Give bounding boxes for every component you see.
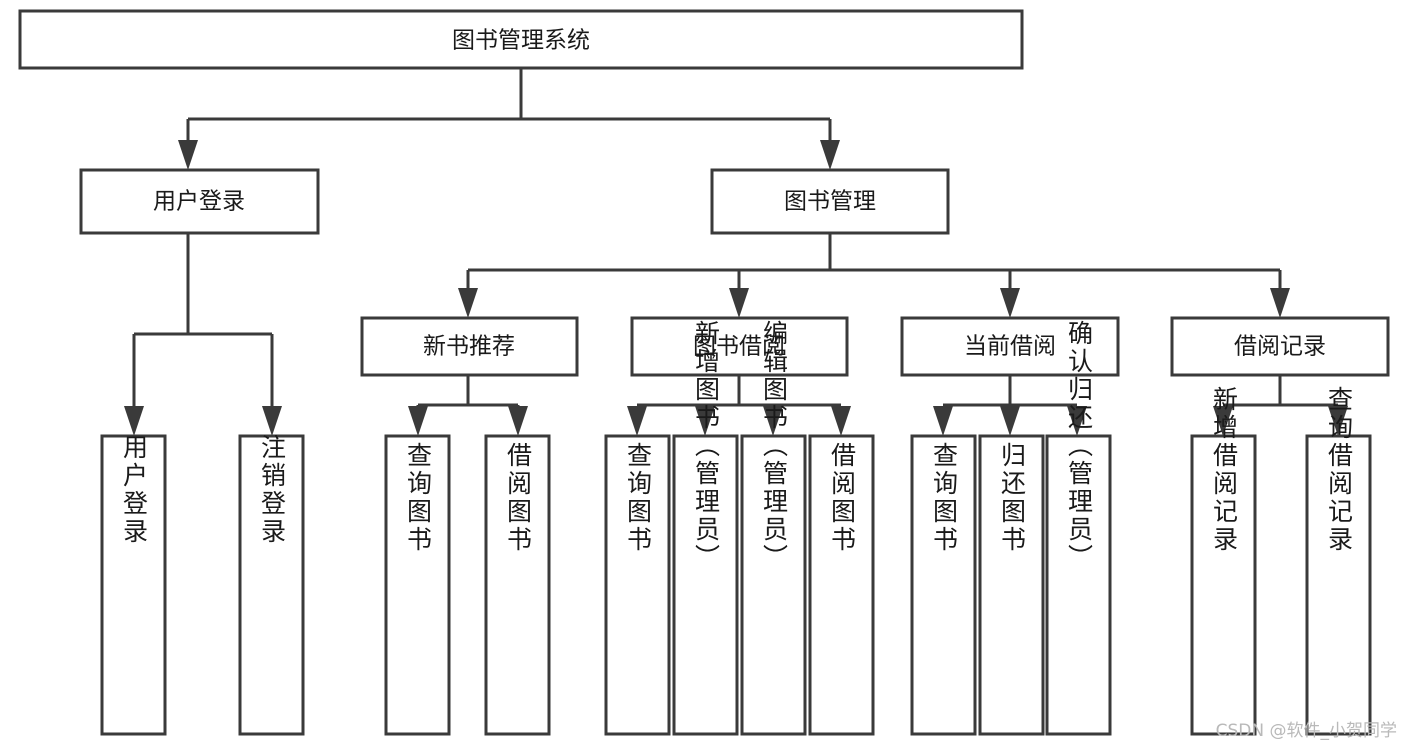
leaf-user-login[interactable]: 用户登录 xyxy=(100,434,167,736)
node-root-label: 图书管理系统 xyxy=(452,28,590,54)
leaf-add-book[interactable]: 新增图书（管理员） xyxy=(672,320,739,736)
arrow-head-icon xyxy=(820,140,840,170)
node-current-borrow[interactable]: 当前借阅 xyxy=(900,316,1120,377)
arrow-head-icon xyxy=(695,406,715,436)
node-borrow-record[interactable]: 借阅记录 xyxy=(1170,316,1390,377)
leaf-query-book-1-label: 查询图书 xyxy=(404,442,433,554)
leaf-query-book-3-label: 查询图书 xyxy=(930,442,959,554)
node-new-book-recommend-label: 新书推荐 xyxy=(423,334,515,360)
arrow-head-icon xyxy=(831,406,851,436)
leaf-edit-book-label: 编辑图书（管理员） xyxy=(760,320,789,572)
arrow-head-icon xyxy=(1000,288,1020,318)
connector-group-current-borrow xyxy=(933,375,1087,436)
node-new-book-recommend-box[interactable] xyxy=(360,316,579,377)
leaf-query-book-1-box[interactable] xyxy=(384,434,451,736)
connector-group-root xyxy=(178,68,840,170)
node-borrow-record-label: 借阅记录 xyxy=(1234,334,1326,360)
arrow-head-icon xyxy=(1328,406,1348,436)
leaf-logout-login-box[interactable] xyxy=(238,434,305,736)
arrow-head-icon xyxy=(408,406,428,436)
arrow-head-icon xyxy=(262,406,282,436)
leaf-query-record-label: 查询借阅记录 xyxy=(1325,386,1354,554)
connector-group-borrow-record xyxy=(1213,375,1348,436)
leaf-add-book-label: 新增图书（管理员） xyxy=(692,320,721,572)
leaf-add-record-label: 新增借阅记录 xyxy=(1210,386,1239,554)
node-book-manage[interactable]: 图书管理 xyxy=(710,168,950,235)
arrow-head-icon xyxy=(458,288,478,318)
leaf-query-book-3[interactable]: 查询图书 xyxy=(910,434,977,736)
arrow-head-icon xyxy=(933,406,953,436)
leaf-confirm-return-box[interactable] xyxy=(1045,434,1112,736)
leaf-query-book-1[interactable]: 查询图书 xyxy=(384,434,451,736)
node-book-borrow[interactable]: 图书借阅 xyxy=(630,316,849,377)
arrow-head-icon xyxy=(729,288,749,318)
leaf-return-book-box[interactable] xyxy=(978,434,1045,736)
leaf-confirm-return[interactable]: 确认归还（管理员） xyxy=(1045,320,1112,736)
connector-group-book-manage xyxy=(458,233,1290,318)
node-book-borrow-box[interactable] xyxy=(630,316,849,377)
node-book-manage-label: 图书管理 xyxy=(784,189,876,215)
node-current-borrow-label: 当前借阅 xyxy=(964,334,1056,360)
node-new-book-recommend[interactable]: 新书推荐 xyxy=(360,316,579,377)
node-user-login-label: 用户登录 xyxy=(153,189,245,215)
arrow-head-icon xyxy=(508,406,528,436)
node-user-login-box[interactable] xyxy=(79,168,320,235)
leaf-borrow-book-2-box[interactable] xyxy=(808,434,875,736)
arrow-head-icon xyxy=(1213,406,1233,436)
leaf-query-record-box[interactable] xyxy=(1305,434,1372,736)
node-root-box[interactable] xyxy=(18,9,1024,70)
node-borrow-record-box[interactable] xyxy=(1170,316,1390,377)
leaf-query-book-2-box[interactable] xyxy=(604,434,671,736)
leaf-add-book-box[interactable] xyxy=(672,434,739,736)
leaf-edit-book-box[interactable] xyxy=(740,434,807,736)
leaf-user-login-box[interactable] xyxy=(100,434,167,736)
leaf-query-record[interactable]: 查询借阅记录 xyxy=(1305,386,1372,736)
node-book-manage-box[interactable] xyxy=(710,168,950,235)
leaf-add-record-box[interactable] xyxy=(1190,434,1257,736)
leaf-add-record[interactable]: 新增借阅记录 xyxy=(1190,386,1257,736)
connector-group-book-borrow xyxy=(627,375,851,436)
leaf-borrow-book-2[interactable]: 借阅图书 xyxy=(808,434,875,736)
leaf-user-login-label: 用户登录 xyxy=(120,434,149,546)
leaf-borrow-book-1[interactable]: 借阅图书 xyxy=(484,434,551,736)
leaf-logout-login[interactable]: 注销登录 xyxy=(238,434,305,736)
node-root[interactable]: 图书管理系统 xyxy=(18,9,1024,70)
leaf-edit-book[interactable]: 编辑图书（管理员） xyxy=(740,320,807,736)
watermark-text: CSDN @软件_小贺同学 xyxy=(1215,721,1397,741)
leaf-borrow-book-2-label: 借阅图书 xyxy=(828,442,857,554)
arrow-head-icon xyxy=(124,406,144,436)
leaf-confirm-return-label: 确认归还（管理员） xyxy=(1065,320,1094,572)
connector-group-user-login xyxy=(124,233,282,436)
arrow-head-icon xyxy=(1270,288,1290,318)
leaf-borrow-book-1-box[interactable] xyxy=(484,434,551,736)
node-book-borrow-label: 图书借阅 xyxy=(693,334,785,360)
arrow-head-icon xyxy=(178,140,198,170)
leaf-query-book-2[interactable]: 查询图书 xyxy=(604,434,671,736)
arrow-head-icon xyxy=(627,406,647,436)
connector-group-new-book-recommend xyxy=(408,375,528,436)
node-user-login[interactable]: 用户登录 xyxy=(79,168,320,235)
leaf-return-book-label: 归还图书 xyxy=(998,442,1027,554)
arrow-head-icon xyxy=(763,406,783,436)
leaf-logout-login-label: 注销登录 xyxy=(258,434,287,546)
leaf-borrow-book-1-label: 借阅图书 xyxy=(504,442,533,554)
leaf-return-book[interactable]: 归还图书 xyxy=(978,434,1045,736)
arrow-head-icon xyxy=(1067,406,1087,436)
leaf-query-book-3-box[interactable] xyxy=(910,434,977,736)
arrow-head-icon xyxy=(1000,406,1020,436)
leaf-query-book-2-label: 查询图书 xyxy=(624,442,653,554)
node-current-borrow-box[interactable] xyxy=(900,316,1120,377)
